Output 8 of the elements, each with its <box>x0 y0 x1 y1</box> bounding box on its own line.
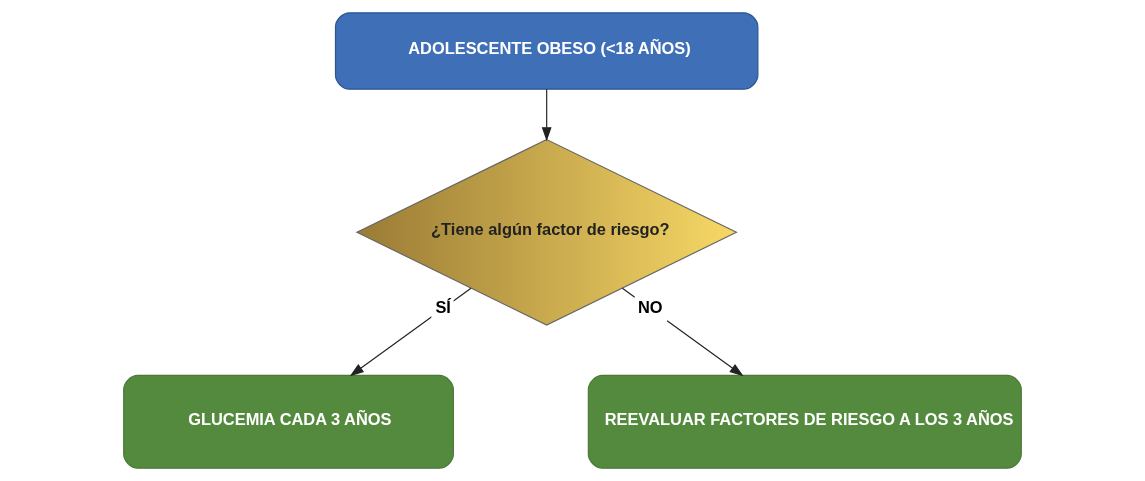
arrow <box>349 287 472 377</box>
arrow <box>541 88 552 142</box>
edge-label: SÍ <box>435 297 451 316</box>
edge-label: NO <box>637 297 663 316</box>
node-box: REEVALUAR FACTORES DE RIESGO A LOS 3 AÑOS <box>587 374 1022 469</box>
node-box: GLUCEMIA CADA 3 AÑOS <box>123 374 454 469</box>
arrow <box>621 287 744 377</box>
node-box: ADOLESCENTE OBESO (<18 AÑOS) <box>334 12 759 90</box>
